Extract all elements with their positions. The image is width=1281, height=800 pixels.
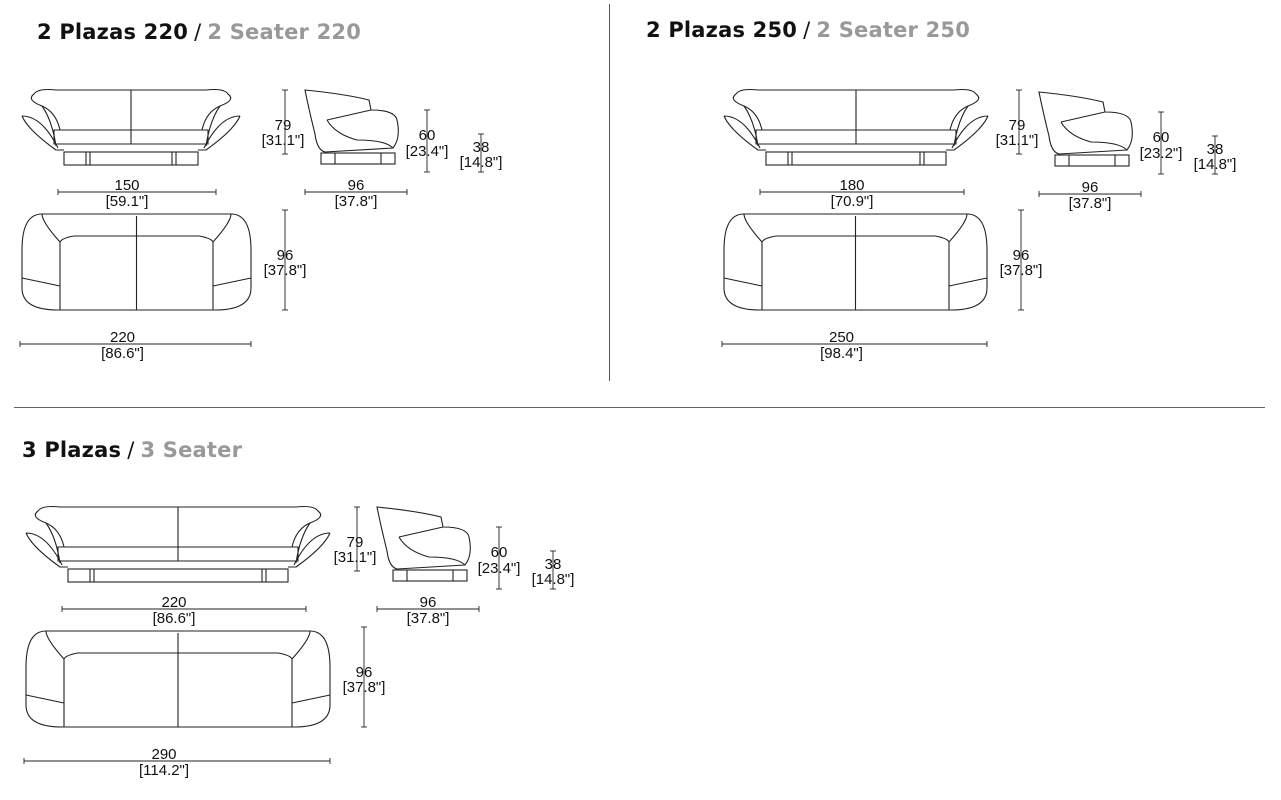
side-arm-height-label: 60 — [419, 127, 436, 144]
front-height-inch-label: [31.1"] — [262, 132, 305, 149]
sofa-front-left-arm — [21, 105, 64, 151]
sofa-drawing-1 — [21, 88, 399, 311]
sofa-top-seat — [45, 630, 311, 727]
sofa-top-arm-seam — [723, 277, 763, 287]
vertical-divider — [609, 4, 610, 381]
sofa-front-base — [67, 568, 289, 583]
sofa-front-right-arm — [288, 522, 331, 568]
side-seat-height-inch-label: [14.8"] — [460, 154, 503, 171]
side-arm-height-inch-label: [23.2"] — [1140, 145, 1183, 162]
top-width-inch-label: [114.2"] — [139, 762, 189, 779]
side-arm-height-inch-label: [23.4"] — [406, 143, 449, 160]
dimensions-2: 180[70.9"]79[31.1"]96[37.8"]60[23.2"]38[… — [721, 89, 1237, 362]
sofa-front-left-arm — [25, 522, 68, 568]
horizontal-divider — [14, 407, 1265, 408]
title-english: 3 Seater — [140, 438, 243, 462]
dimensions-3: 220[86.6"]79[31.1"]96[37.8"]60[23.4"]38[… — [23, 506, 575, 779]
side-arm-height-label: 60 — [491, 544, 508, 561]
front-width-label: 220 — [161, 594, 186, 611]
title-separator: / — [194, 20, 202, 44]
title-english: 2 Seater 250 — [816, 18, 971, 42]
front-width-label: 150 — [114, 177, 139, 194]
top-width-inch-label: [98.4"] — [820, 345, 863, 362]
front-width-inch-label: [70.9"] — [831, 193, 874, 210]
front-width-inch-label: [59.1"] — [106, 193, 149, 210]
side-seat-height-label: 38 — [473, 139, 490, 156]
title-spanish: 2 Plazas 220 — [37, 20, 189, 44]
side-seat-height-label: 38 — [1207, 141, 1224, 158]
sofa-side-base — [320, 152, 396, 165]
title-separator: / — [127, 438, 135, 462]
top-depth-label: 96 — [1013, 247, 1030, 264]
top-width-label: 220 — [110, 329, 135, 346]
front-height-inch-label: [31.1"] — [334, 549, 377, 566]
top-width-label: 250 — [829, 329, 854, 346]
side-seat-height-label: 38 — [545, 556, 562, 573]
top-depth-label: 96 — [356, 664, 373, 681]
sofa-top-arm-seam — [25, 694, 65, 704]
side-depth-inch-label: [37.8"] — [1069, 195, 1112, 212]
sofa-side-base — [1054, 154, 1130, 167]
sofa-front-right-arm — [198, 105, 241, 151]
side-arm-height-inch-label: [23.4"] — [478, 560, 521, 577]
section-title-2-seater-250: 2 Plazas 250/2 Seater 250 — [646, 18, 970, 42]
front-height-inch-label: [31.1"] — [996, 132, 1039, 149]
sofa-side-profile — [304, 89, 399, 153]
front-width-inch-label: [86.6"] — [153, 610, 196, 627]
top-width-inch-label: [86.6"] — [101, 345, 144, 362]
sofa-top-seat — [41, 213, 232, 310]
side-seat-height-inch-label: [14.8"] — [532, 571, 575, 588]
side-seat-height-inch-label: [14.8"] — [1194, 156, 1237, 173]
sofa-front-right-arm — [946, 105, 989, 151]
dimensions-1: 150[59.1"]79[31.1"]96[37.8"]60[23.4"]38[… — [19, 89, 503, 362]
title-separator: / — [803, 18, 811, 42]
top-depth-inch-label: [37.8"] — [1000, 262, 1043, 279]
side-depth-label: 96 — [348, 177, 365, 194]
sofa-drawing-3 — [25, 505, 471, 728]
top-depth-inch-label: [37.8"] — [343, 679, 386, 696]
sofa-front-base — [63, 151, 199, 166]
section-title-3-seater: 3 Plazas/3 Seater — [22, 438, 242, 462]
sofa-side-cushion — [398, 526, 466, 566]
front-height-label: 79 — [347, 534, 364, 551]
sofa-side-cushion — [326, 109, 394, 149]
sofa-side-cushion — [1060, 111, 1128, 151]
sofa-top-arm-seam — [21, 277, 61, 287]
sofa-drawing-2 — [723, 88, 1133, 311]
section-title-2-seater-220: 2 Plazas 220/2 Seater 220 — [37, 20, 361, 44]
sofa-side-base — [392, 569, 468, 582]
sofa-side-profile — [376, 506, 471, 570]
front-width-label: 180 — [839, 177, 864, 194]
side-arm-height-label: 60 — [1153, 129, 1170, 146]
sofa-top-arm-seam — [291, 694, 331, 704]
sofa-front-left-arm — [723, 105, 766, 151]
sofa-top-arm-seam — [212, 277, 252, 287]
title-english: 2 Seater 220 — [207, 20, 362, 44]
side-depth-inch-label: [37.8"] — [335, 193, 378, 210]
title-spanish: 3 Plazas — [22, 438, 122, 462]
side-depth-label: 96 — [1082, 179, 1099, 196]
sofa-top-arm-seam — [948, 277, 988, 287]
front-height-label: 79 — [1009, 117, 1026, 134]
front-height-label: 79 — [275, 117, 292, 134]
top-depth-label: 96 — [277, 247, 294, 264]
top-depth-inch-label: [37.8"] — [264, 262, 307, 279]
side-depth-label: 96 — [420, 594, 437, 611]
sofa-side-profile — [1038, 91, 1133, 155]
sofa-front-base — [765, 151, 947, 166]
side-depth-inch-label: [37.8"] — [407, 610, 450, 627]
title-spanish: 2 Plazas 250 — [646, 18, 798, 42]
top-width-label: 290 — [151, 746, 176, 763]
sofa-top-seat — [743, 213, 968, 310]
